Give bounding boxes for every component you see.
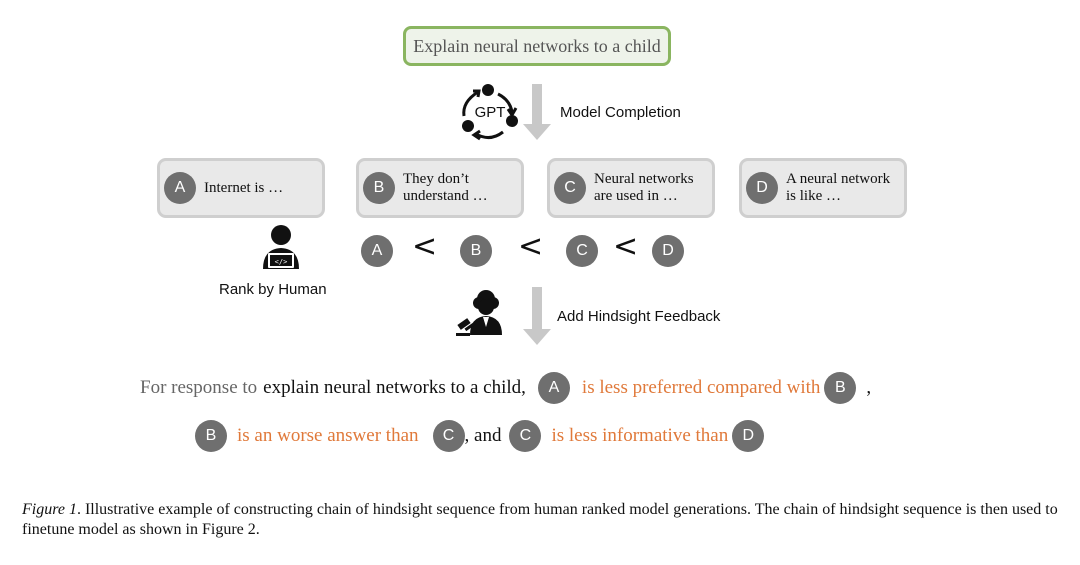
response-text: Neural networks are used in … xyxy=(594,171,694,205)
badge-d: D xyxy=(746,172,778,204)
figure-caption: Figure 1. Illustrative example of constr… xyxy=(22,500,1062,540)
response-box-c: C Neural networks are used in … xyxy=(547,158,715,218)
response-line: are used in … xyxy=(594,188,678,204)
response-text: They don’t understand … xyxy=(403,171,488,205)
feedback-task: explain neural networks to a child, xyxy=(263,377,526,398)
less-than-symbol: < xyxy=(412,229,438,264)
response-line: understand … xyxy=(403,188,488,204)
less-than-symbol: < xyxy=(518,229,544,264)
feedback-and: , and xyxy=(464,425,502,446)
judge-gavel-icon xyxy=(456,290,502,336)
response-box-d: D A neural network is like … xyxy=(739,158,907,218)
svg-text:</>: </> xyxy=(275,258,288,266)
badge-c: C xyxy=(554,172,586,204)
prompt-text: Explain neural networks to a child xyxy=(413,35,661,56)
feedback-phrase: is less preferred compared with xyxy=(581,377,821,398)
gpt-cycle-icon: GPT xyxy=(462,84,518,141)
response-text: A neural network is like … xyxy=(786,171,890,205)
human-laptop-icon: </> xyxy=(263,225,299,269)
feedback-phrase: is less informative than xyxy=(551,425,729,446)
response-line: Neural networks xyxy=(594,171,694,187)
response-line: is like … xyxy=(786,188,841,204)
response-text: Internet is … xyxy=(204,180,283,197)
model-completion-label: Model Completion xyxy=(560,104,681,121)
down-arrow-icon xyxy=(523,329,551,345)
arrow-shaft xyxy=(532,287,542,329)
feedback-line-1: For response to explain neural networks … xyxy=(140,372,871,404)
down-arrow-icon xyxy=(523,124,551,140)
feedback-badge-b: B xyxy=(824,372,857,404)
caption-ref: 2 xyxy=(247,521,256,538)
feedback-badge-c: C xyxy=(509,420,542,452)
prompt-box: Explain neural networks to a child xyxy=(403,26,671,66)
feedback-line-2: B is an worse answer than C , and C is l… xyxy=(195,420,765,452)
caption-end: . xyxy=(255,521,260,538)
rank-badge-a: A xyxy=(361,235,393,267)
feedback-badge-b: B xyxy=(195,420,227,452)
less-than-symbol: < xyxy=(613,229,639,264)
badge-b: B xyxy=(363,172,395,204)
feedback-phrase: is an worse answer than xyxy=(237,425,419,446)
response-line: They don’t xyxy=(403,171,469,187)
rank-by-human-label: Rank by Human xyxy=(219,281,327,298)
badge-a: A xyxy=(164,172,196,204)
feedback-prefix: For response to xyxy=(140,377,258,398)
caption-label: Figure 1 xyxy=(22,501,77,518)
feedback-badge-c: C xyxy=(432,420,465,452)
caption-text: . Illustrative example of constructing c… xyxy=(22,501,1058,538)
feedback-badge-d: D xyxy=(732,420,765,452)
rank-badge-c: C xyxy=(566,235,598,267)
feedback-comma: , xyxy=(866,377,872,398)
rank-badge-d: D xyxy=(652,235,684,267)
response-line: A neural network xyxy=(786,171,891,187)
response-box-b: B They don’t understand … xyxy=(356,158,524,218)
arrow-shaft xyxy=(532,84,542,124)
gpt-label: GPT xyxy=(475,104,506,121)
rank-badge-b: B xyxy=(460,235,492,267)
feedback-badge-a: A xyxy=(537,372,570,404)
response-line: Internet is … xyxy=(204,179,284,196)
add-hindsight-feedback-label: Add Hindsight Feedback xyxy=(557,308,721,325)
response-box-a: A Internet is … xyxy=(157,158,325,218)
